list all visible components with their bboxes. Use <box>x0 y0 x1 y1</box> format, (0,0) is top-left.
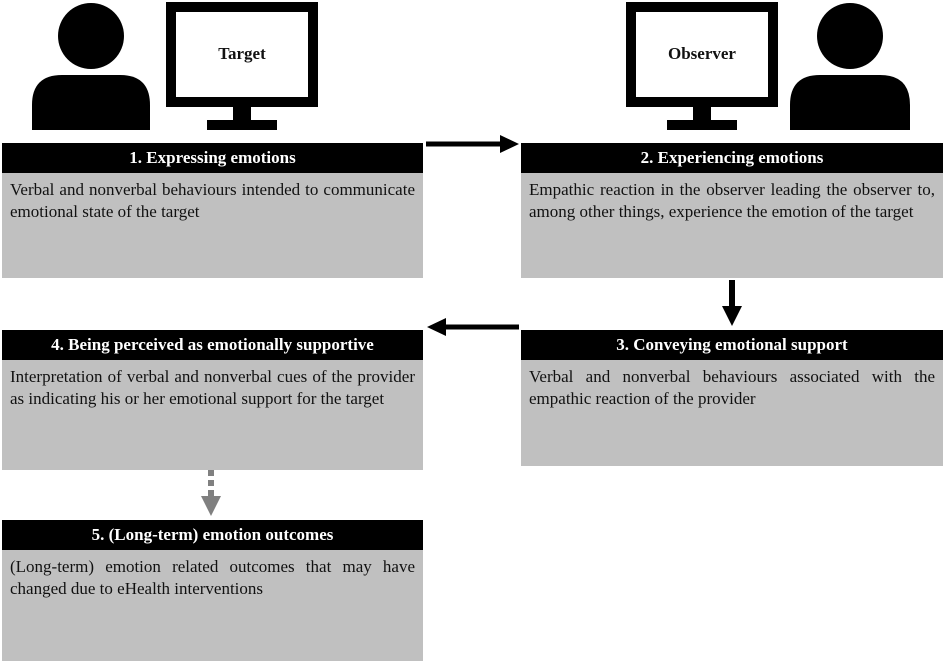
step-3-box: 3. Conveying emotional support Verbal an… <box>521 330 943 466</box>
step-1-box: 1. Expressing emotions Verbal and nonver… <box>2 143 423 278</box>
step-1-text: Verbal and nonverbal behaviours intended… <box>2 173 423 278</box>
dashed-arrow-down <box>201 470 221 516</box>
observer-monitor-icon <box>626 2 778 130</box>
step-3-title: 3. Conveying emotional support <box>521 330 943 360</box>
observer-person-icon <box>790 3 910 130</box>
step-2-text: Empathic reaction in the observer leadin… <box>521 173 943 278</box>
target-label: Target <box>218 44 266 63</box>
step-4-text: Interpretation of verbal and nonverbal c… <box>2 360 423 470</box>
observer-label: Observer <box>668 44 736 63</box>
target-person-icon <box>32 3 150 130</box>
step-3-text: Verbal and nonverbal behaviours associat… <box>521 360 943 466</box>
step-5-title: 5. (Long-term) emotion outcomes <box>2 520 423 550</box>
step-2-box: 2. Experiencing emotions Empathic reacti… <box>521 143 943 278</box>
arrow-down <box>722 280 742 326</box>
step-5-text: (Long-term) emotion related outcomes tha… <box>2 550 423 661</box>
step-4-box: 4. Being perceived as emotionally suppor… <box>2 330 423 470</box>
step-1-title: 1. Expressing emotions <box>2 143 423 173</box>
arrow-left <box>427 318 519 336</box>
step-5-box: 5. (Long-term) emotion outcomes (Long-te… <box>2 520 423 661</box>
step-4-title: 4. Being perceived as emotionally suppor… <box>2 330 423 360</box>
step-2-title: 2. Experiencing emotions <box>521 143 943 173</box>
target-monitor-icon <box>166 2 318 130</box>
arrow-right <box>426 135 519 153</box>
